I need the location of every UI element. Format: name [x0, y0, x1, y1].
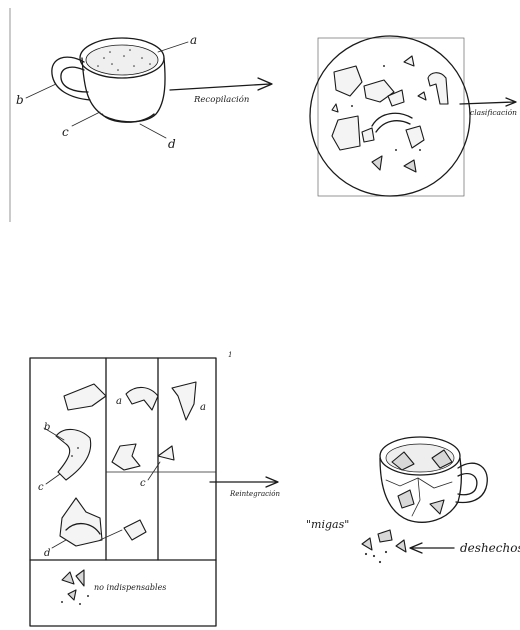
classification-grid: 1 a a b c c d no indispensables: [30, 351, 232, 626]
small-shard: [62, 572, 74, 584]
shard: [158, 446, 174, 460]
fragments-collection: [310, 36, 470, 196]
fracture-line: [412, 478, 420, 516]
label-deshechos: deshechos: [460, 541, 520, 555]
grid-marker: 1: [228, 351, 232, 359]
missing-patch: [430, 500, 444, 514]
grid-label-a1: a: [116, 396, 122, 407]
grid-label-d: d: [44, 548, 50, 559]
shard: [334, 66, 362, 96]
shard: [406, 126, 424, 148]
leader-a: [158, 42, 188, 52]
arrow-label-recopilacion: Recopilación: [193, 94, 249, 105]
label-migas: "migas": [306, 518, 349, 531]
arrow-shaft: [170, 84, 270, 90]
shard-rim-curve: [372, 113, 412, 126]
grid-label-c1: c: [38, 482, 44, 493]
leader-c: [72, 112, 100, 126]
shard-a3: [172, 382, 196, 420]
small-shard: [76, 570, 84, 586]
collection-circle: [310, 36, 470, 196]
leader-d: [52, 540, 66, 548]
crumb: [378, 530, 392, 542]
shard: [124, 520, 146, 540]
leader-c: [46, 474, 60, 484]
label-a: a: [190, 33, 197, 47]
shard-c: [112, 444, 140, 470]
small-shard: [68, 590, 76, 600]
shard-b: [56, 429, 91, 480]
reassembled-cup: [380, 437, 487, 522]
shard: [332, 116, 360, 150]
shard: [332, 104, 338, 112]
shard: [372, 156, 382, 170]
crumb: [362, 538, 372, 550]
collection-square: [318, 38, 464, 196]
leader-b: [26, 84, 56, 98]
arrow-recopilacion: Recopilación: [170, 78, 272, 105]
label-no-indispensables: no indispensables: [94, 583, 166, 592]
leader-d: [140, 124, 166, 138]
missing-patch: [398, 490, 414, 508]
label-c: c: [62, 125, 69, 139]
shard: [404, 160, 416, 172]
arrow-reintegracion: Reintegración: [210, 477, 280, 498]
shard-d: [60, 498, 102, 546]
shard-a2: [126, 387, 158, 410]
arrow-shaft: [460, 102, 514, 104]
debris: "migas" deshechos: [306, 518, 520, 563]
label-d: d: [168, 137, 176, 151]
grid-label-c2: c: [140, 478, 146, 489]
shard-handle: [428, 73, 448, 104]
cup-interior: [86, 45, 158, 75]
label-b: b: [16, 93, 24, 107]
shard: [404, 56, 414, 66]
shard: [418, 92, 426, 100]
shard-a1: [64, 384, 106, 410]
shard: [362, 128, 374, 142]
grid-label-a2: a: [200, 402, 206, 413]
crumb: [396, 540, 406, 552]
arrow-label-clasificacion: clasificación: [470, 108, 517, 117]
shard-rim-curve: [376, 121, 410, 132]
leader-d2: [100, 530, 122, 540]
intact-cup: a b c d: [10, 8, 197, 222]
grid-label-b: b: [44, 422, 50, 433]
arrow-label-reintegracion: Reintegración: [229, 490, 280, 498]
